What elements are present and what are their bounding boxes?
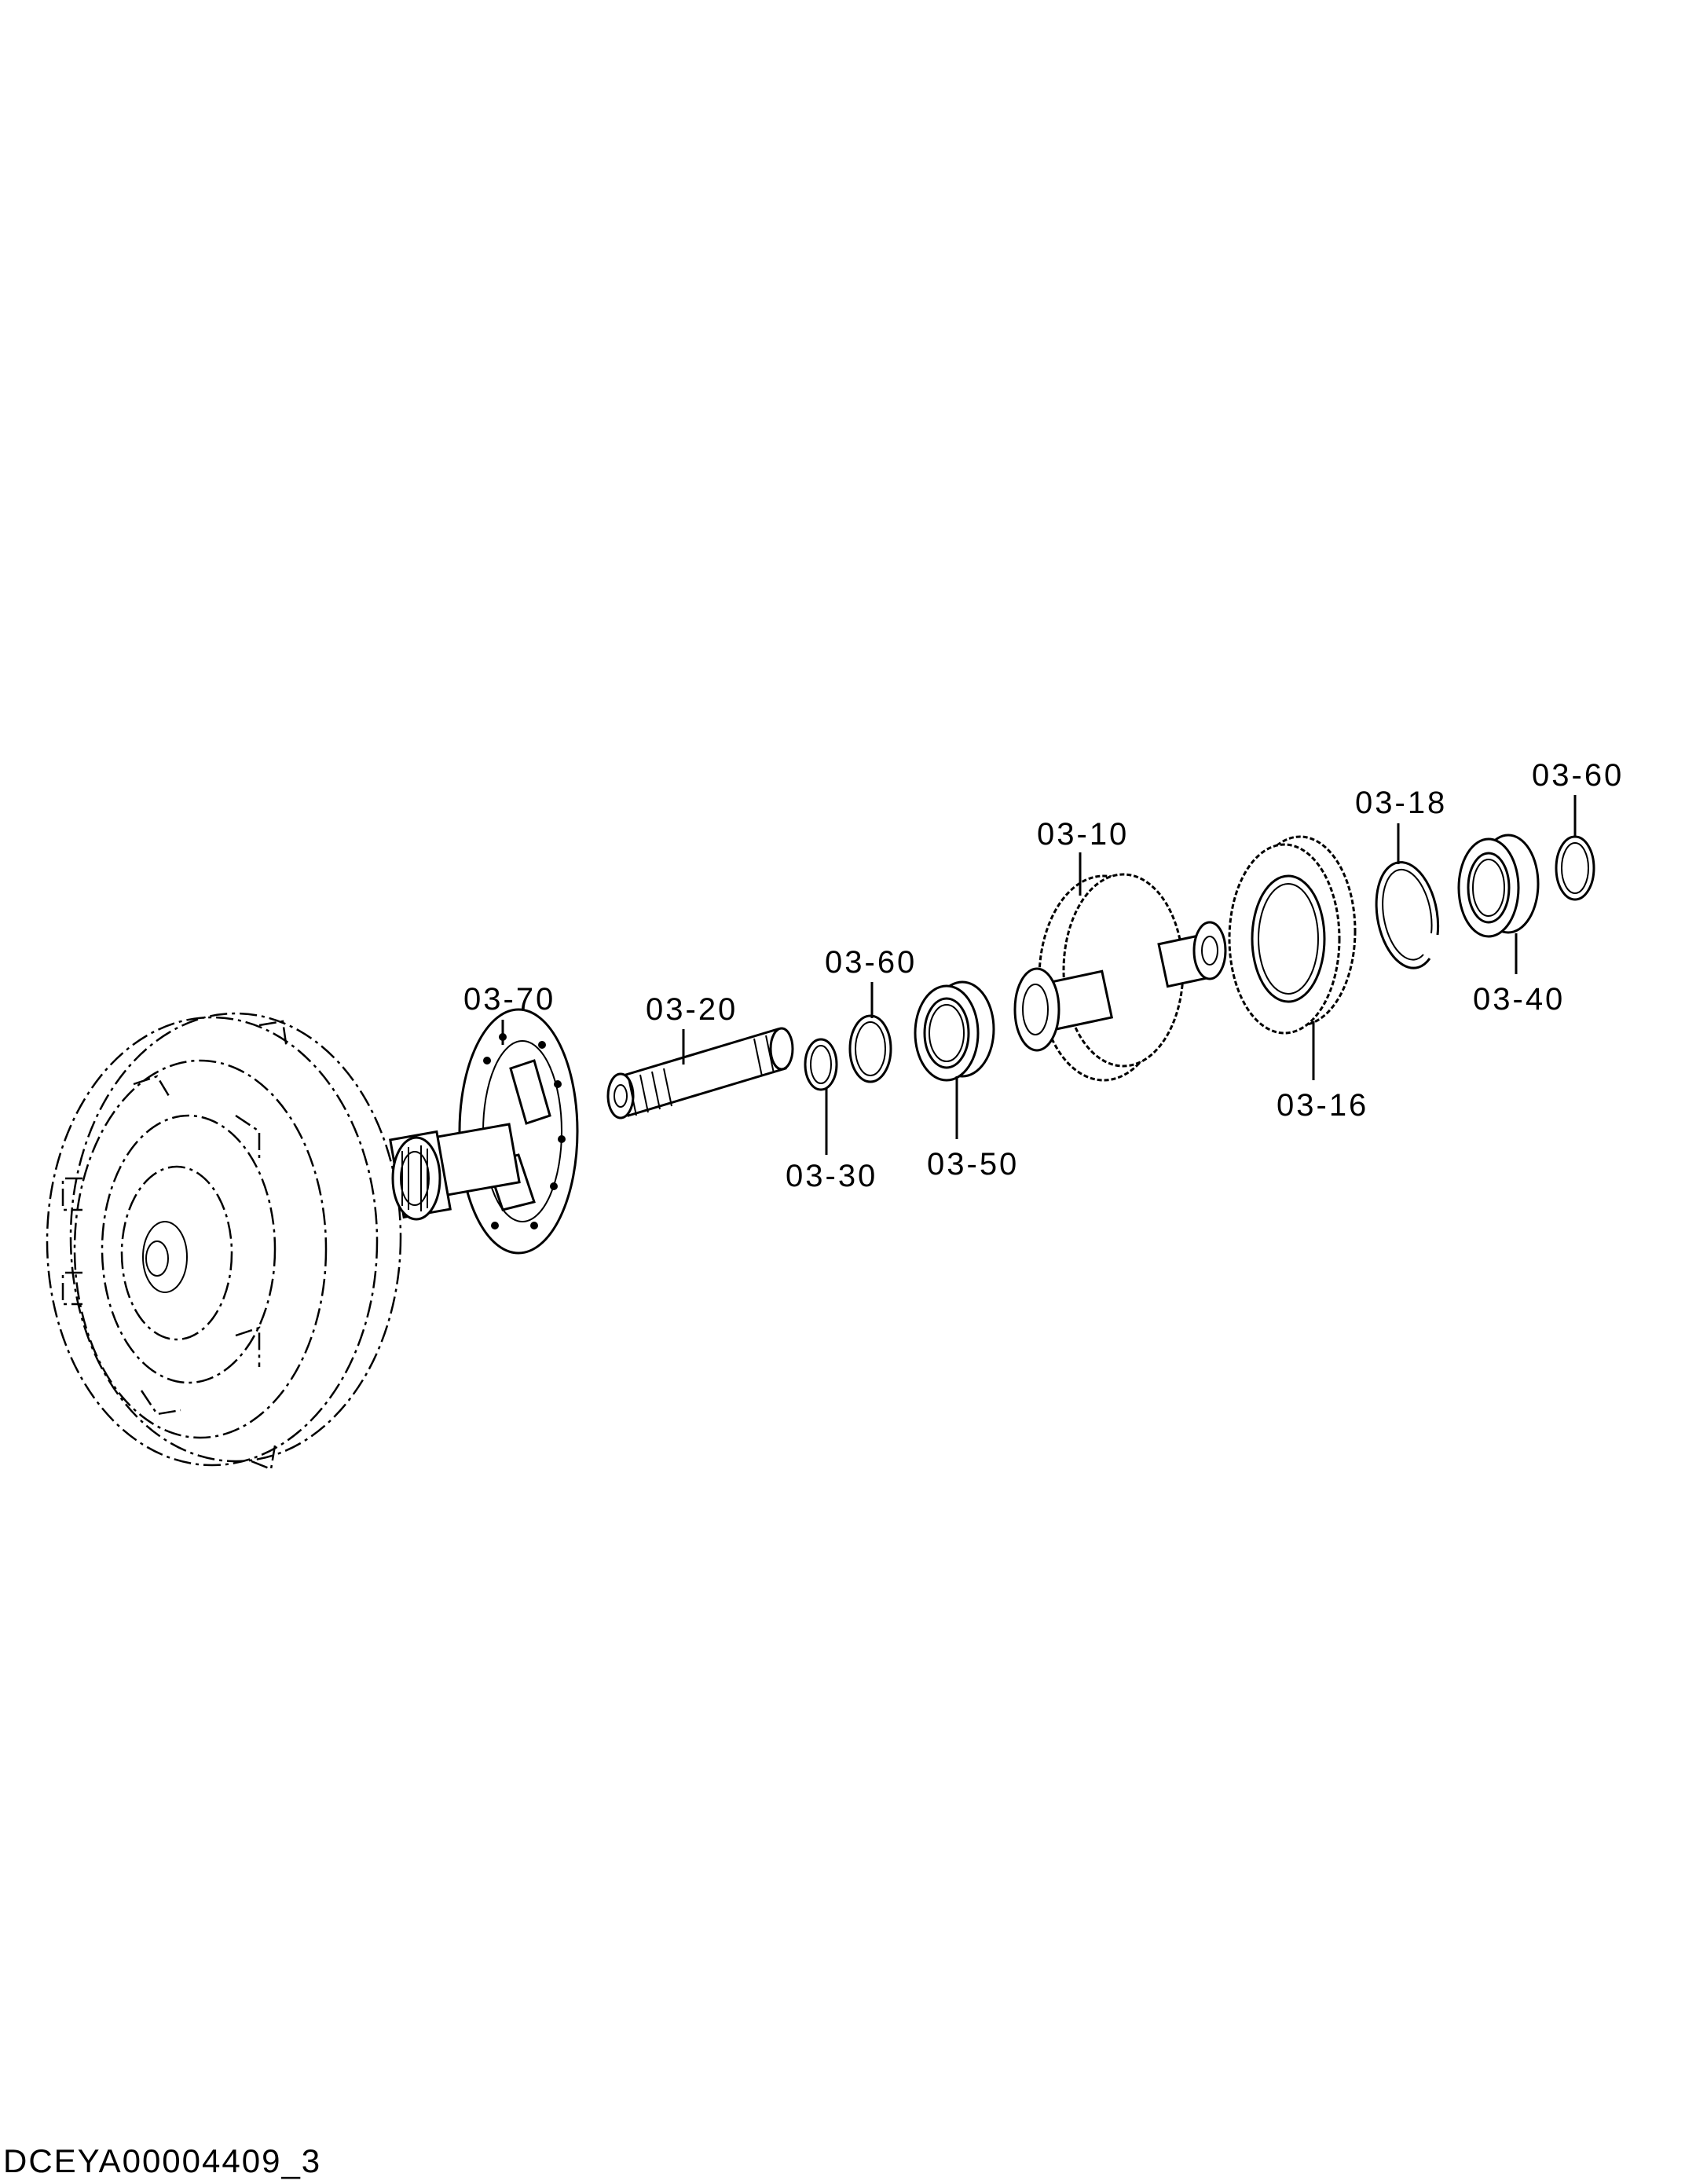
callout-03-18: 03-18 xyxy=(1355,786,1447,820)
part-03-50 xyxy=(914,980,995,1082)
part-03-10 xyxy=(1013,873,1227,1082)
part-03-40 xyxy=(1457,834,1540,938)
callout-03-40: 03-40 xyxy=(1473,982,1565,1017)
part-03-18 xyxy=(1375,861,1440,969)
part-03-30 xyxy=(804,1038,838,1091)
callout-03-60-left: 03-60 xyxy=(825,945,917,980)
callout-03-30: 03-30 xyxy=(786,1159,877,1193)
callout-03-10: 03-10 xyxy=(1037,817,1129,852)
part-03-20 xyxy=(606,1027,794,1119)
callout-03-60-right: 03-60 xyxy=(1532,758,1624,793)
callout-03-50: 03-50 xyxy=(927,1147,1019,1182)
part-03-60-right xyxy=(1555,835,1595,901)
callout-03-70: 03-70 xyxy=(463,982,555,1017)
leader-lines xyxy=(501,795,1577,1155)
drawing-code: DCEYA00004409_3 xyxy=(3,2142,321,2179)
callout-labels: 03-70 03-20 03-30 03-60 03-50 03-10 03-1… xyxy=(463,758,1624,1193)
callout-03-20: 03-20 xyxy=(646,992,738,1027)
part-03-70 xyxy=(389,1008,579,1255)
torque-converter xyxy=(46,1012,402,1471)
part-03-60-left xyxy=(848,1014,892,1083)
part-03-16 xyxy=(1228,835,1357,1035)
callout-03-16: 03-16 xyxy=(1277,1088,1368,1123)
